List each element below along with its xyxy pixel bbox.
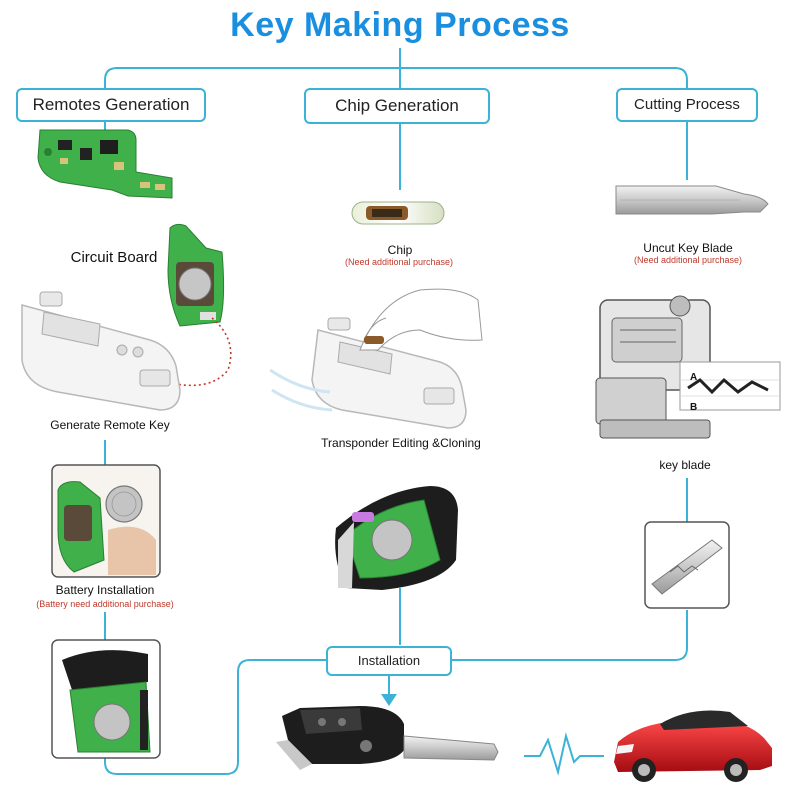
uncut-key-blade-image: [615, 185, 769, 215]
down-arrow-icon: [381, 694, 397, 706]
label-transponder-editing: Transponder Editing &Cloning: [321, 436, 481, 450]
key-programmer-device: [21, 291, 181, 411]
red-sports-car: [614, 710, 772, 782]
section-cutting-process: Cutting Process: [616, 88, 758, 122]
transponder-chip-image: [351, 201, 445, 225]
dotted-connector: [175, 317, 232, 387]
installation-box: Installation: [326, 646, 452, 676]
label-circuit-board: Circuit Board: [70, 249, 158, 266]
remote-with-chip-image: [335, 486, 458, 590]
section-remotes-generation: Remotes Generation: [16, 88, 206, 122]
section-chip-generation: Chip Generation: [304, 88, 490, 124]
battery-installation-photo: [51, 464, 161, 578]
key-blade-profile-chart: [679, 361, 781, 411]
marker-b: B: [690, 402, 697, 413]
label-key-blade: key blade: [659, 458, 711, 472]
circuit-board-image: [37, 129, 173, 199]
note-battery: (Battery need additional purchase): [36, 599, 174, 609]
marker-a: A: [690, 372, 697, 383]
remote-pcb-image: [167, 223, 225, 327]
heartbeat-icon: [524, 732, 604, 776]
cut-key-blade-photo: [644, 521, 730, 609]
page-title: Key Making Process: [230, 6, 570, 44]
cloning-programmer-device: [269, 288, 483, 429]
opened-remote-photo: [51, 639, 161, 759]
flip-key-remote: [276, 706, 499, 770]
label-chip: Chip: [387, 243, 413, 257]
label-battery-installation: Battery Installation: [55, 583, 155, 597]
note-chip: (Need additional purchase): [344, 257, 454, 267]
label-generate-remote-key: Generate Remote Key: [50, 418, 170, 432]
label-uncut-key-blade: Uncut Key Blade: [643, 241, 733, 255]
note-blade: (Need additional purchase): [633, 255, 743, 265]
connector-lines: [104, 48, 688, 775]
